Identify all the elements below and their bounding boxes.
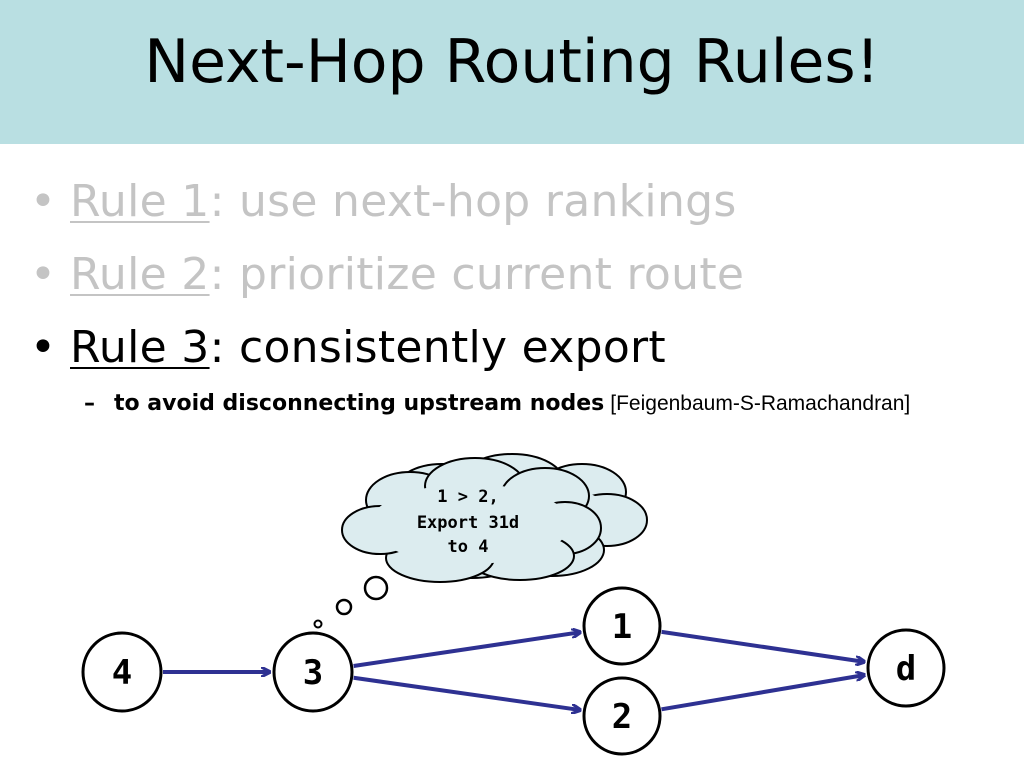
subrule: –to avoid disconnecting upstream nodes[F… — [84, 391, 910, 416]
bullet-glyph: • — [30, 176, 57, 227]
thought-line-2: Export 31d — [417, 513, 519, 533]
node-3-circle — [272, 631, 354, 713]
thought-bubble-small — [313, 619, 323, 629]
rule-1-name: Rule 1 — [70, 176, 210, 227]
thought-line-3: to 4 — [448, 537, 489, 557]
node-4-label: 4 — [112, 653, 132, 693]
subrule-text: to avoid disconnecting upstream nodes — [114, 391, 605, 416]
node-1-circle — [582, 586, 662, 666]
thought-bubble-large — [363, 575, 389, 601]
node-1-label: 1 — [612, 607, 632, 647]
citation: [Feigenbaum-S-Ramachandran] — [610, 392, 911, 415]
node-d-circle — [866, 628, 946, 708]
rule-3-name: Rule 3 — [70, 322, 210, 373]
node-d-label: d — [896, 649, 916, 689]
rule-2-text: : prioritize current route — [209, 249, 745, 300]
edge-3-to-2 — [353, 675, 581, 710]
edges — [163, 632, 865, 710]
bullet-glyph: • — [30, 249, 57, 300]
rule-3-text: : consistently export — [209, 322, 666, 373]
edge-3-to-1 — [353, 632, 581, 668]
thought-cloud: 1 > 2, Export 31d to 4 — [313, 453, 648, 629]
bullet-glyph: • — [30, 322, 57, 373]
nodes: 4 3 1 2 d — [81, 586, 946, 756]
node-2-circle — [582, 676, 662, 756]
rule-2-bullet: • Rule 2: prioritize current route — [30, 249, 744, 302]
title-bar — [0, 0, 1024, 144]
node-3-label: 3 — [303, 653, 323, 693]
edge-1-to-d — [661, 629, 865, 662]
edge-2-to-d — [661, 675, 864, 712]
rule-2-name: Rule 2 — [70, 249, 210, 300]
cloud-front — [341, 457, 602, 583]
thought-bubble-medium — [335, 598, 353, 616]
rule-1-text: : use next-hop rankings — [209, 176, 737, 227]
rule-1-bullet: • Rule 1: use next-hop rankings — [30, 176, 737, 229]
rule-3-bullet: • Rule 3: consistently export — [30, 322, 666, 375]
node-4-circle — [81, 631, 163, 713]
slide-title: Next-Hop Routing Rules! — [144, 27, 880, 97]
node-2-label: 2 — [612, 697, 632, 737]
thought-line-1: 1 > 2, — [437, 487, 498, 507]
subrule-dash: – — [84, 391, 95, 416]
